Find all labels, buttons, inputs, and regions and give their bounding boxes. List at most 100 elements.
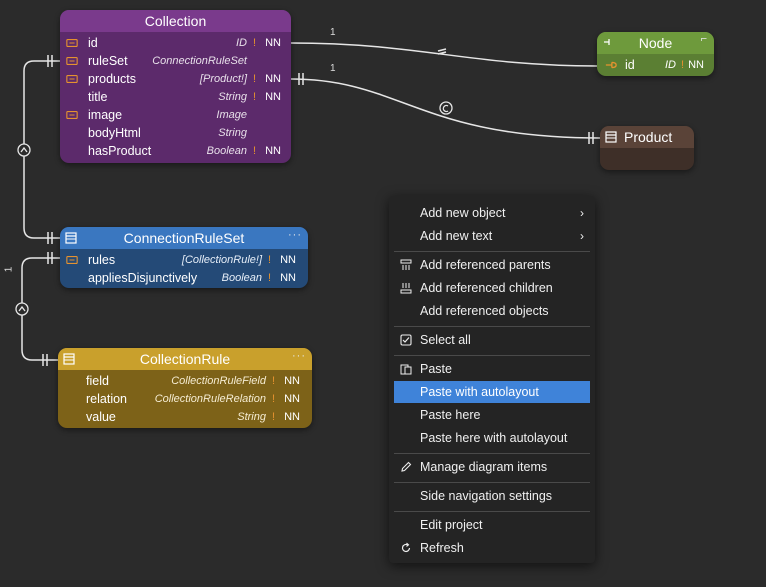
menu-item-manage-diagram-items[interactable]: Manage diagram items — [394, 456, 590, 478]
menu-item-add-new-text[interactable]: Add new text› — [394, 225, 590, 247]
relation-line-collection-node — [290, 42, 598, 67]
menu-item-label: Paste — [420, 362, 452, 376]
menu-separator — [394, 251, 590, 252]
chevron-right-icon: › — [580, 206, 584, 220]
not-null-flag: NN — [688, 59, 704, 71]
menu-item-side-navigation-settings[interactable]: Side navigation settings — [394, 485, 590, 507]
menu-separator — [394, 326, 590, 327]
menu-item-label: Add referenced parents — [420, 258, 551, 272]
required-mark: ! — [252, 73, 256, 85]
refresh-icon — [401, 542, 411, 553]
menu-item-paste-here[interactable]: Paste here — [394, 404, 590, 426]
field-type: String — [218, 127, 247, 139]
entity-product-header[interactable]: Product — [600, 126, 694, 148]
entity-collection-header[interactable]: Collection — [60, 10, 291, 32]
field-row[interactable]: id ID ! NN — [597, 56, 714, 74]
more-icon[interactable]: ⌐ — [700, 33, 708, 45]
menu-item-paste-with-autolayout[interactable]: Paste with autolayout — [394, 381, 590, 403]
menu-item-label: Paste with autolayout — [420, 385, 539, 399]
not-null-flag: NN — [265, 91, 281, 103]
menu-item-add-referenced-parents[interactable]: Add referenced parents — [394, 254, 590, 276]
entity-title: ConnectionRuleSet — [123, 230, 245, 246]
paste-icon — [400, 364, 412, 375]
entity-title: Collection — [144, 13, 207, 29]
entity-collectionrule-header[interactable]: CollectionRule ··· — [58, 348, 312, 370]
field-type: ConnectionRuleSet — [152, 55, 247, 67]
not-null-flag: NN — [265, 37, 281, 49]
field-name: appliesDisjunctively — [88, 271, 198, 285]
menu-item-add-new-object[interactable]: Add new object› — [394, 202, 590, 224]
menu-item-refresh[interactable]: Refresh — [394, 537, 590, 559]
key-icon — [66, 57, 78, 65]
parents-icon — [400, 259, 412, 270]
relation-marker-rule — [15, 302, 29, 316]
entity-title: Node — [638, 35, 673, 51]
field-row[interactable]: bodyHtml String — [60, 124, 291, 142]
menu-item-add-referenced-children[interactable]: Add referenced children — [394, 277, 590, 299]
key-icon — [66, 256, 78, 264]
required-mark: ! — [271, 393, 275, 405]
menu-separator — [394, 482, 590, 483]
children-icon — [400, 283, 412, 294]
field-name: id — [625, 58, 635, 72]
entity-connectionruleset[interactable]: ConnectionRuleSet ··· rules [CollectionRu… — [60, 227, 308, 288]
not-null-flag: NN — [284, 393, 300, 405]
not-null-flag: NN — [280, 272, 296, 284]
entity-node[interactable]: Node ⌐ id ID ! NN — [597, 32, 714, 76]
not-null-flag: NN — [265, 73, 281, 85]
field-type: ID — [665, 59, 676, 71]
more-icon[interactable]: ··· — [288, 229, 302, 241]
field-name: bodyHtml — [88, 126, 141, 140]
interface-icon — [604, 39, 610, 45]
not-null-flag: NN — [284, 375, 300, 387]
menu-item-edit-project[interactable]: Edit project — [394, 514, 590, 536]
field-type: Boolean — [221, 272, 262, 284]
field-row[interactable]: rules[CollectionRule!]!NN — [60, 251, 308, 269]
menu-item-label: Refresh — [420, 541, 464, 555]
entity-product[interactable]: Product — [600, 126, 694, 170]
field-type: String — [237, 411, 266, 423]
table-icon — [65, 232, 77, 244]
field-type: ID — [236, 37, 247, 49]
not-null-flag: NN — [284, 411, 300, 423]
field-row[interactable]: products[Product!]!NN — [60, 70, 291, 88]
entity-connectionruleset-header[interactable]: ConnectionRuleSet ··· — [60, 227, 308, 249]
field-name: rules — [88, 253, 116, 267]
field-type: String — [218, 91, 247, 103]
field-name: products — [88, 72, 136, 86]
menu-item-select-all[interactable]: Select all — [394, 329, 590, 351]
field-name: id — [88, 36, 98, 50]
menu-item-label: Add referenced objects — [420, 304, 549, 318]
entity-node-header[interactable]: Node ⌐ — [597, 32, 714, 54]
field-name: relation — [86, 392, 127, 406]
field-type: [CollectionRule!] — [181, 254, 262, 266]
relation-marker-ruleset — [17, 143, 31, 157]
field-name: hasProduct — [88, 144, 152, 158]
relation-marker-product — [439, 101, 453, 115]
menu-item-label: Paste here with autolayout — [420, 431, 568, 445]
menu-item-label: Paste here — [420, 408, 481, 422]
field-name: image — [88, 108, 123, 122]
table-icon — [605, 131, 617, 143]
required-mark: ! — [271, 375, 275, 387]
key-icon — [66, 111, 78, 119]
menu-item-add-referenced-objects[interactable]: Add referenced objects — [394, 300, 590, 322]
more-icon[interactable]: ··· — [292, 350, 306, 362]
relation-line-collection-product — [290, 78, 601, 139]
entity-title: CollectionRule — [139, 351, 231, 367]
required-mark: ! — [271, 411, 275, 423]
menu-item-paste[interactable]: Paste — [394, 358, 590, 380]
menu-item-paste-here-with-autolayout[interactable]: Paste here with autolayout — [394, 427, 590, 449]
